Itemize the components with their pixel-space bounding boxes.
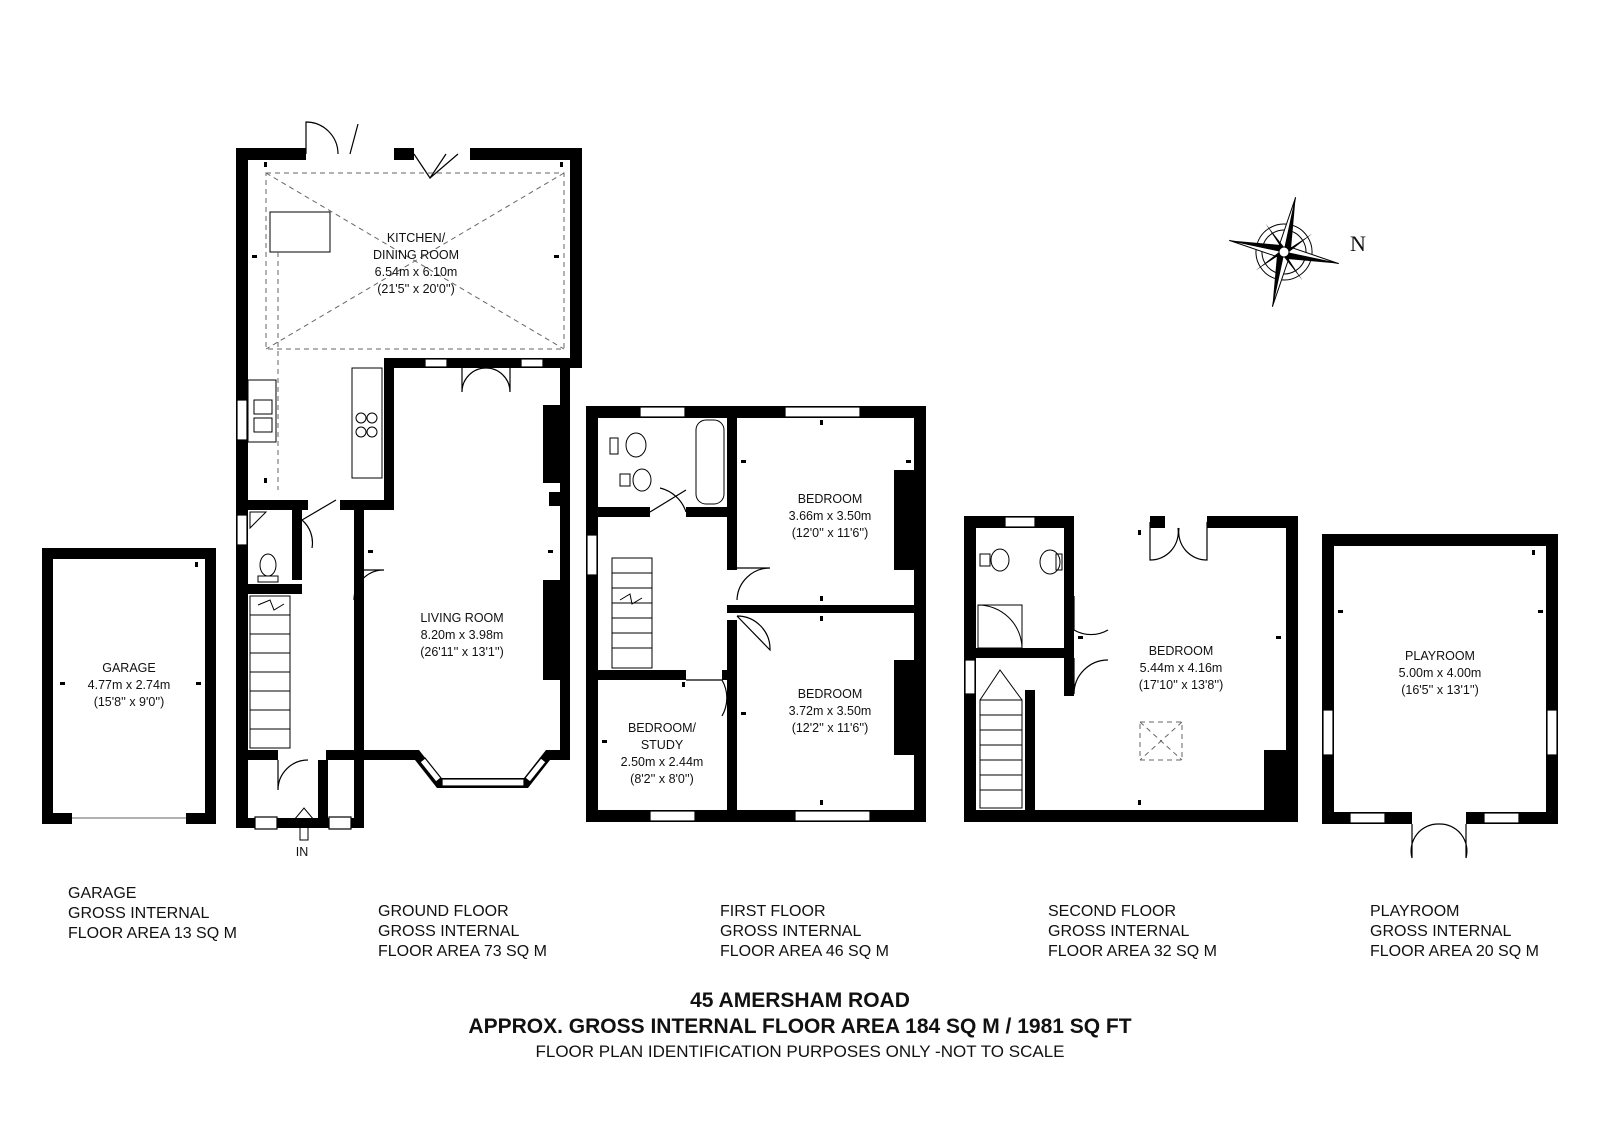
second-floor-stairs (979, 669, 1023, 809)
svg-text:BEDROOM/: BEDROOM/ (628, 721, 697, 735)
room-kitchen-label: KITCHEN/ DINING ROOM 6.54m x 6.10m (21'5… (373, 231, 459, 296)
first-floor-stairs (611, 557, 653, 669)
room-bedroom-first-2-label: BEDROOM 3.72m x 3.50m (12'2'' x 11'6'') (789, 687, 872, 735)
floor-caption-playroom: PLAYROOM GROSS INTERNAL FLOOR AREA 20 SQ… (1370, 903, 1539, 960)
svg-text:GARAGE: GARAGE (102, 661, 156, 675)
ground-floor-plan (236, 121, 582, 841)
playroom-plan (1322, 534, 1558, 859)
total-floor-area: APPROX. GROSS INTERNAL FLOOR AREA 184 SQ… (468, 1015, 1132, 1038)
property-address: 45 AMERSHAM ROAD (690, 989, 910, 1012)
svg-text:(8'2'' x 8'0''): (8'2'' x 8'0'') (630, 772, 694, 786)
svg-text:4.77m x 2.74m: 4.77m x 2.74m (88, 678, 171, 692)
compass-north-label: N (1350, 231, 1366, 256)
svg-text:PLAYROOM: PLAYROOM (1405, 649, 1475, 663)
room-living-label: LIVING ROOM 8.20m x 3.98m (26'11'' x 13'… (420, 611, 504, 659)
svg-text:(17'10'' x 13'8''): (17'10'' x 13'8'') (1139, 678, 1224, 692)
room-bedroom-second-label: BEDROOM 5.44m x 4.16m (17'10'' x 13'8'') (1139, 644, 1224, 692)
room-study-label: BEDROOM/ STUDY 2.50m x 2.44m (8'2'' x 8'… (621, 721, 704, 786)
svg-text:DINING ROOM: DINING ROOM (373, 248, 459, 262)
floor-caption-garage: GARAGE GROSS INTERNAL FLOOR AREA 13 SQ M (68, 885, 237, 942)
svg-text:5.44m x 4.16m: 5.44m x 4.16m (1140, 661, 1223, 675)
svg-text:BEDROOM: BEDROOM (1149, 644, 1214, 658)
svg-text:2.50m x 2.44m: 2.50m x 2.44m (621, 755, 704, 769)
svg-text:(21'5'' x 20'0''): (21'5'' x 20'0'') (377, 282, 455, 296)
svg-text:(16'5'' x 13'1''): (16'5'' x 13'1'') (1401, 683, 1479, 697)
garage-plan (42, 548, 216, 824)
svg-text:(26'11'' x 13'1''): (26'11'' x 13'1'') (420, 645, 504, 659)
room-playroom-label: PLAYROOM 5.00m x 4.00m (16'5'' x 13'1'') (1399, 649, 1482, 697)
disclaimer: FLOOR PLAN IDENTIFICATION PURPOSES ONLY … (535, 1042, 1065, 1061)
first-floor-plan (586, 406, 926, 822)
entrance-arrow-icon (292, 807, 316, 841)
svg-text:KITCHEN/: KITCHEN/ (387, 231, 446, 245)
plan-footer: 45 AMERSHAM ROAD APPROX. GROSS INTERNAL … (0, 988, 1600, 1064)
second-floor-plan (964, 516, 1298, 822)
floor-caption-second: SECOND FLOOR GROSS INTERNAL FLOOR AREA 3… (1048, 903, 1217, 960)
svg-text:6.54m x 6.10m: 6.54m x 6.10m (375, 265, 458, 279)
room-bedroom-first-1-label: BEDROOM 3.66m x 3.50m (12'0'' x 11'6'') (789, 492, 872, 540)
floor-caption-ground: GROUND FLOOR GROSS INTERNAL FLOOR AREA 7… (378, 903, 547, 960)
svg-text:(12'2'' x 11'6''): (12'2'' x 11'6'') (792, 721, 869, 735)
svg-text:(12'0'' x 11'6''): (12'0'' x 11'6'') (792, 526, 869, 540)
svg-text:BEDROOM: BEDROOM (798, 492, 863, 506)
room-garage-label: GARAGE 4.77m x 2.74m (15'8'' x 9'0'') (88, 661, 171, 709)
svg-text:(15'8'' x 9'0''): (15'8'' x 9'0'') (94, 695, 165, 709)
compass-rose-icon (1229, 197, 1339, 307)
svg-text:5.00m x 4.00m: 5.00m x 4.00m (1399, 666, 1482, 680)
floor-caption-first: FIRST FLOOR GROSS INTERNAL FLOOR AREA 46… (720, 903, 889, 960)
entrance-label: IN (296, 845, 309, 859)
svg-text:STUDY: STUDY (641, 738, 684, 752)
svg-text:3.66m x 3.50m: 3.66m x 3.50m (789, 509, 872, 523)
svg-text:BEDROOM: BEDROOM (798, 687, 863, 701)
svg-text:3.72m x 3.50m: 3.72m x 3.50m (789, 704, 872, 718)
ground-floor-stairs (249, 595, 291, 749)
svg-text:LIVING ROOM: LIVING ROOM (420, 611, 503, 625)
svg-text:8.20m x 3.98m: 8.20m x 3.98m (421, 628, 504, 642)
